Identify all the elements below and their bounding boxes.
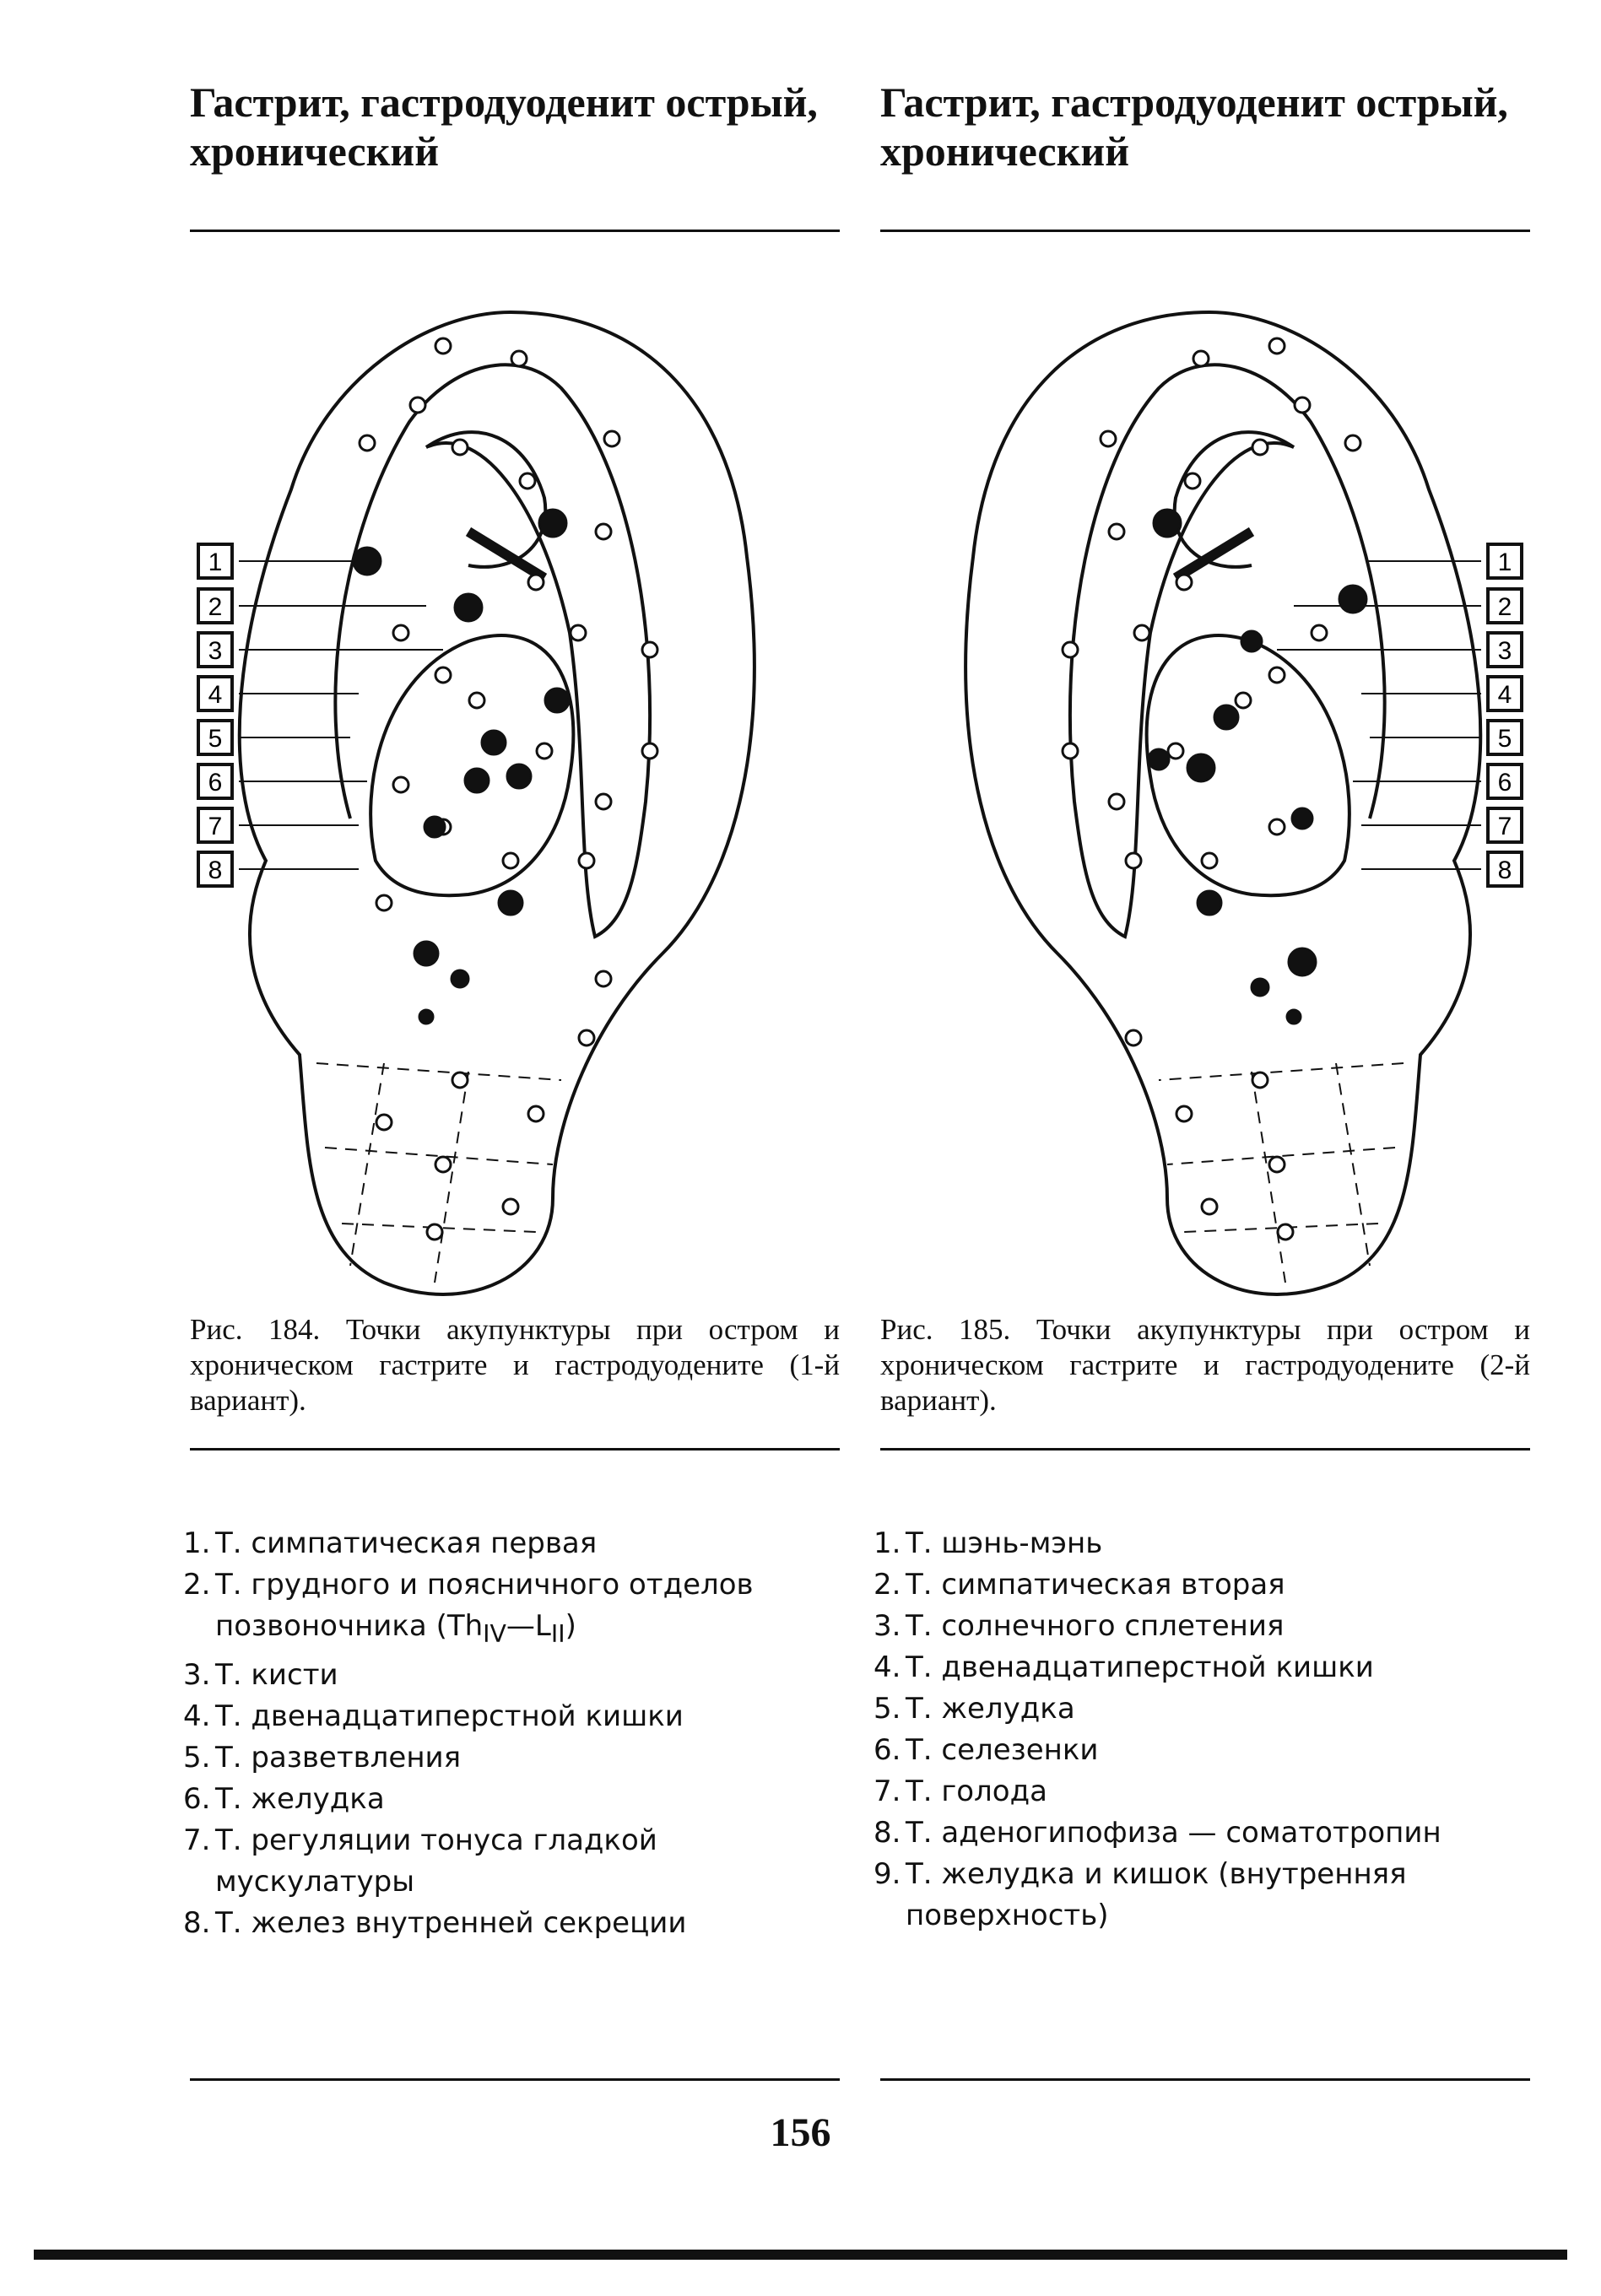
right-caption-text: Точки акупунктуры при остром и хроническ… [880,1313,1530,1417]
right-legend-item: 6.Т. селезенки [874,1733,1099,1767]
right-legend-item: 9.Т. желудка и кишок (внутренняя поверхн… [874,1857,1407,1932]
svg-text:2: 2 [1498,593,1512,621]
svg-text:7: 7 [1498,813,1512,840]
svg-text:4: 4 [208,681,223,709]
left-marker-5: 5 [197,719,234,756]
svg-text:6: 6 [1498,769,1512,797]
left-pointer-lines [239,560,443,870]
right-marker-1: 1 [1486,543,1523,580]
left-marker-1: 1 [197,543,234,580]
right-ear-outline [964,310,1483,1296]
right-caption: Рис. 185. Точки акупунктуры при остром и… [880,1312,1530,1418]
svg-text:5: 5 [1498,725,1512,753]
right-top-rule [880,230,1530,232]
left-column: Гастрит, гастродуоденит острый, хроничес… [183,0,840,2194]
right-legend-item: 1.Т. шэнь-мэнь [874,1526,1103,1560]
svg-text:8: 8 [1498,856,1512,884]
left-legend-item: 3.Т. кисти [183,1657,338,1692]
right-marker-7: 7 [1486,807,1523,844]
svg-text:3: 3 [1498,637,1512,665]
left-heading: Гастрит, гастродуоденит острый, хроничес… [190,78,818,175]
left-antihelix [333,363,652,939]
left-mid-rule [190,1448,840,1451]
right-legend-item: 4.Т. двенадцатиперстной кишки [874,1650,1374,1684]
right-antihelix [1068,363,1387,939]
left-caption: Рис. 184. Точки акупунктуры при остром и… [190,1312,840,1418]
left-marker-4: 4 [197,675,234,712]
right-marker-3: 3 [1486,631,1523,668]
left-concha [369,634,576,898]
left-legend-item: 6.Т. желудка [183,1781,385,1816]
right-bottom-rule [880,2078,1530,2081]
right-column: Гастрит, гастродуоденит острый, хроничес… [874,0,1530,2194]
svg-text:8: 8 [208,856,223,884]
left-legend-item: 7.Т. регуляции тонуса гладкой мускулатур… [183,1823,657,1899]
left-legend: 1.Т. симпатическая первая 2.Т. грудного … [183,1523,840,1944]
right-heading: Гастрит, гастродуоденит острый, хроничес… [880,78,1508,175]
right-marker-5: 5 [1486,719,1523,756]
right-legend-item: 7.Т. голода [874,1775,1047,1808]
svg-text:3: 3 [208,637,223,665]
right-legend-item: 8.Т. аденогипофиза — соматотропин [874,1816,1441,1850]
right-concha [1144,634,1351,898]
right-marker-8: 8 [1486,851,1523,888]
left-ear-outline [237,310,756,1296]
left-marker-6: 6 [197,763,234,800]
footer-bar [34,2250,1567,2260]
right-marker-6: 6 [1486,763,1523,800]
left-ear-diagram: 1 2 3 4 5 6 7 8 [197,310,756,1296]
svg-text:6: 6 [208,769,223,797]
right-legend: 1.Т. шэнь-мэнь 2.Т. симпатическая вторая… [874,1523,1530,1937]
left-marker-3: 3 [197,631,234,668]
left-top-rule [190,230,840,232]
right-marker-4: 4 [1486,675,1523,712]
left-marker-7: 7 [197,807,234,844]
right-ear-figure: 1 2 3 4 5 6 7 8 [880,278,1530,1299]
left-legend-item: 4.Т. двенадцатиперстной кишки [183,1699,684,1733]
right-markers: 1 2 3 4 5 6 7 8 [1486,543,1523,888]
left-legend-item: 5.Т. разветвления [183,1740,462,1775]
right-marker-2: 2 [1486,587,1523,624]
svg-text:2: 2 [208,593,223,621]
svg-text:5: 5 [208,725,223,753]
right-figure-label: Рис. 185. [880,1313,1011,1346]
left-legend-item: 8.Т. желез внутренней секреции [183,1905,687,1940]
left-markers: 1 2 3 4 5 6 7 8 [197,543,234,888]
right-points [1061,337,1368,1241]
right-ear-diagram: 1 2 3 4 5 6 7 8 [964,310,1523,1296]
right-legend-item: 2.Т. симпатическая вторая [874,1568,1285,1602]
right-pointer-lines [1277,560,1481,870]
left-figure-label: Рис. 184. [190,1313,321,1346]
left-ear-figure: 1 2 3 4 5 6 7 8 [190,278,840,1299]
svg-text:1: 1 [208,548,223,576]
left-fossa [425,430,548,569]
left-marker-2: 2 [197,587,234,624]
left-marker-8: 8 [197,851,234,888]
right-mid-rule [880,1448,1530,1451]
svg-text:4: 4 [1498,681,1512,709]
svg-text:7: 7 [208,813,223,840]
left-caption-text: Точки акупунктуры при остром и хроническ… [190,1313,840,1417]
left-legend-item: 2.Т. грудного и поясничного отделов позв… [183,1568,754,1648]
right-legend-item: 3.Т. солнечного сплетения [874,1609,1285,1643]
right-legend-item: 5.Т. желудка [874,1692,1075,1726]
svg-text:1: 1 [1498,548,1512,576]
page-number: 156 [770,2110,831,2155]
left-bottom-rule [190,2078,840,2081]
right-fossa [1172,430,1295,569]
left-points [352,337,659,1241]
left-legend-item: 1.Т. симпатическая первая [183,1526,598,1560]
